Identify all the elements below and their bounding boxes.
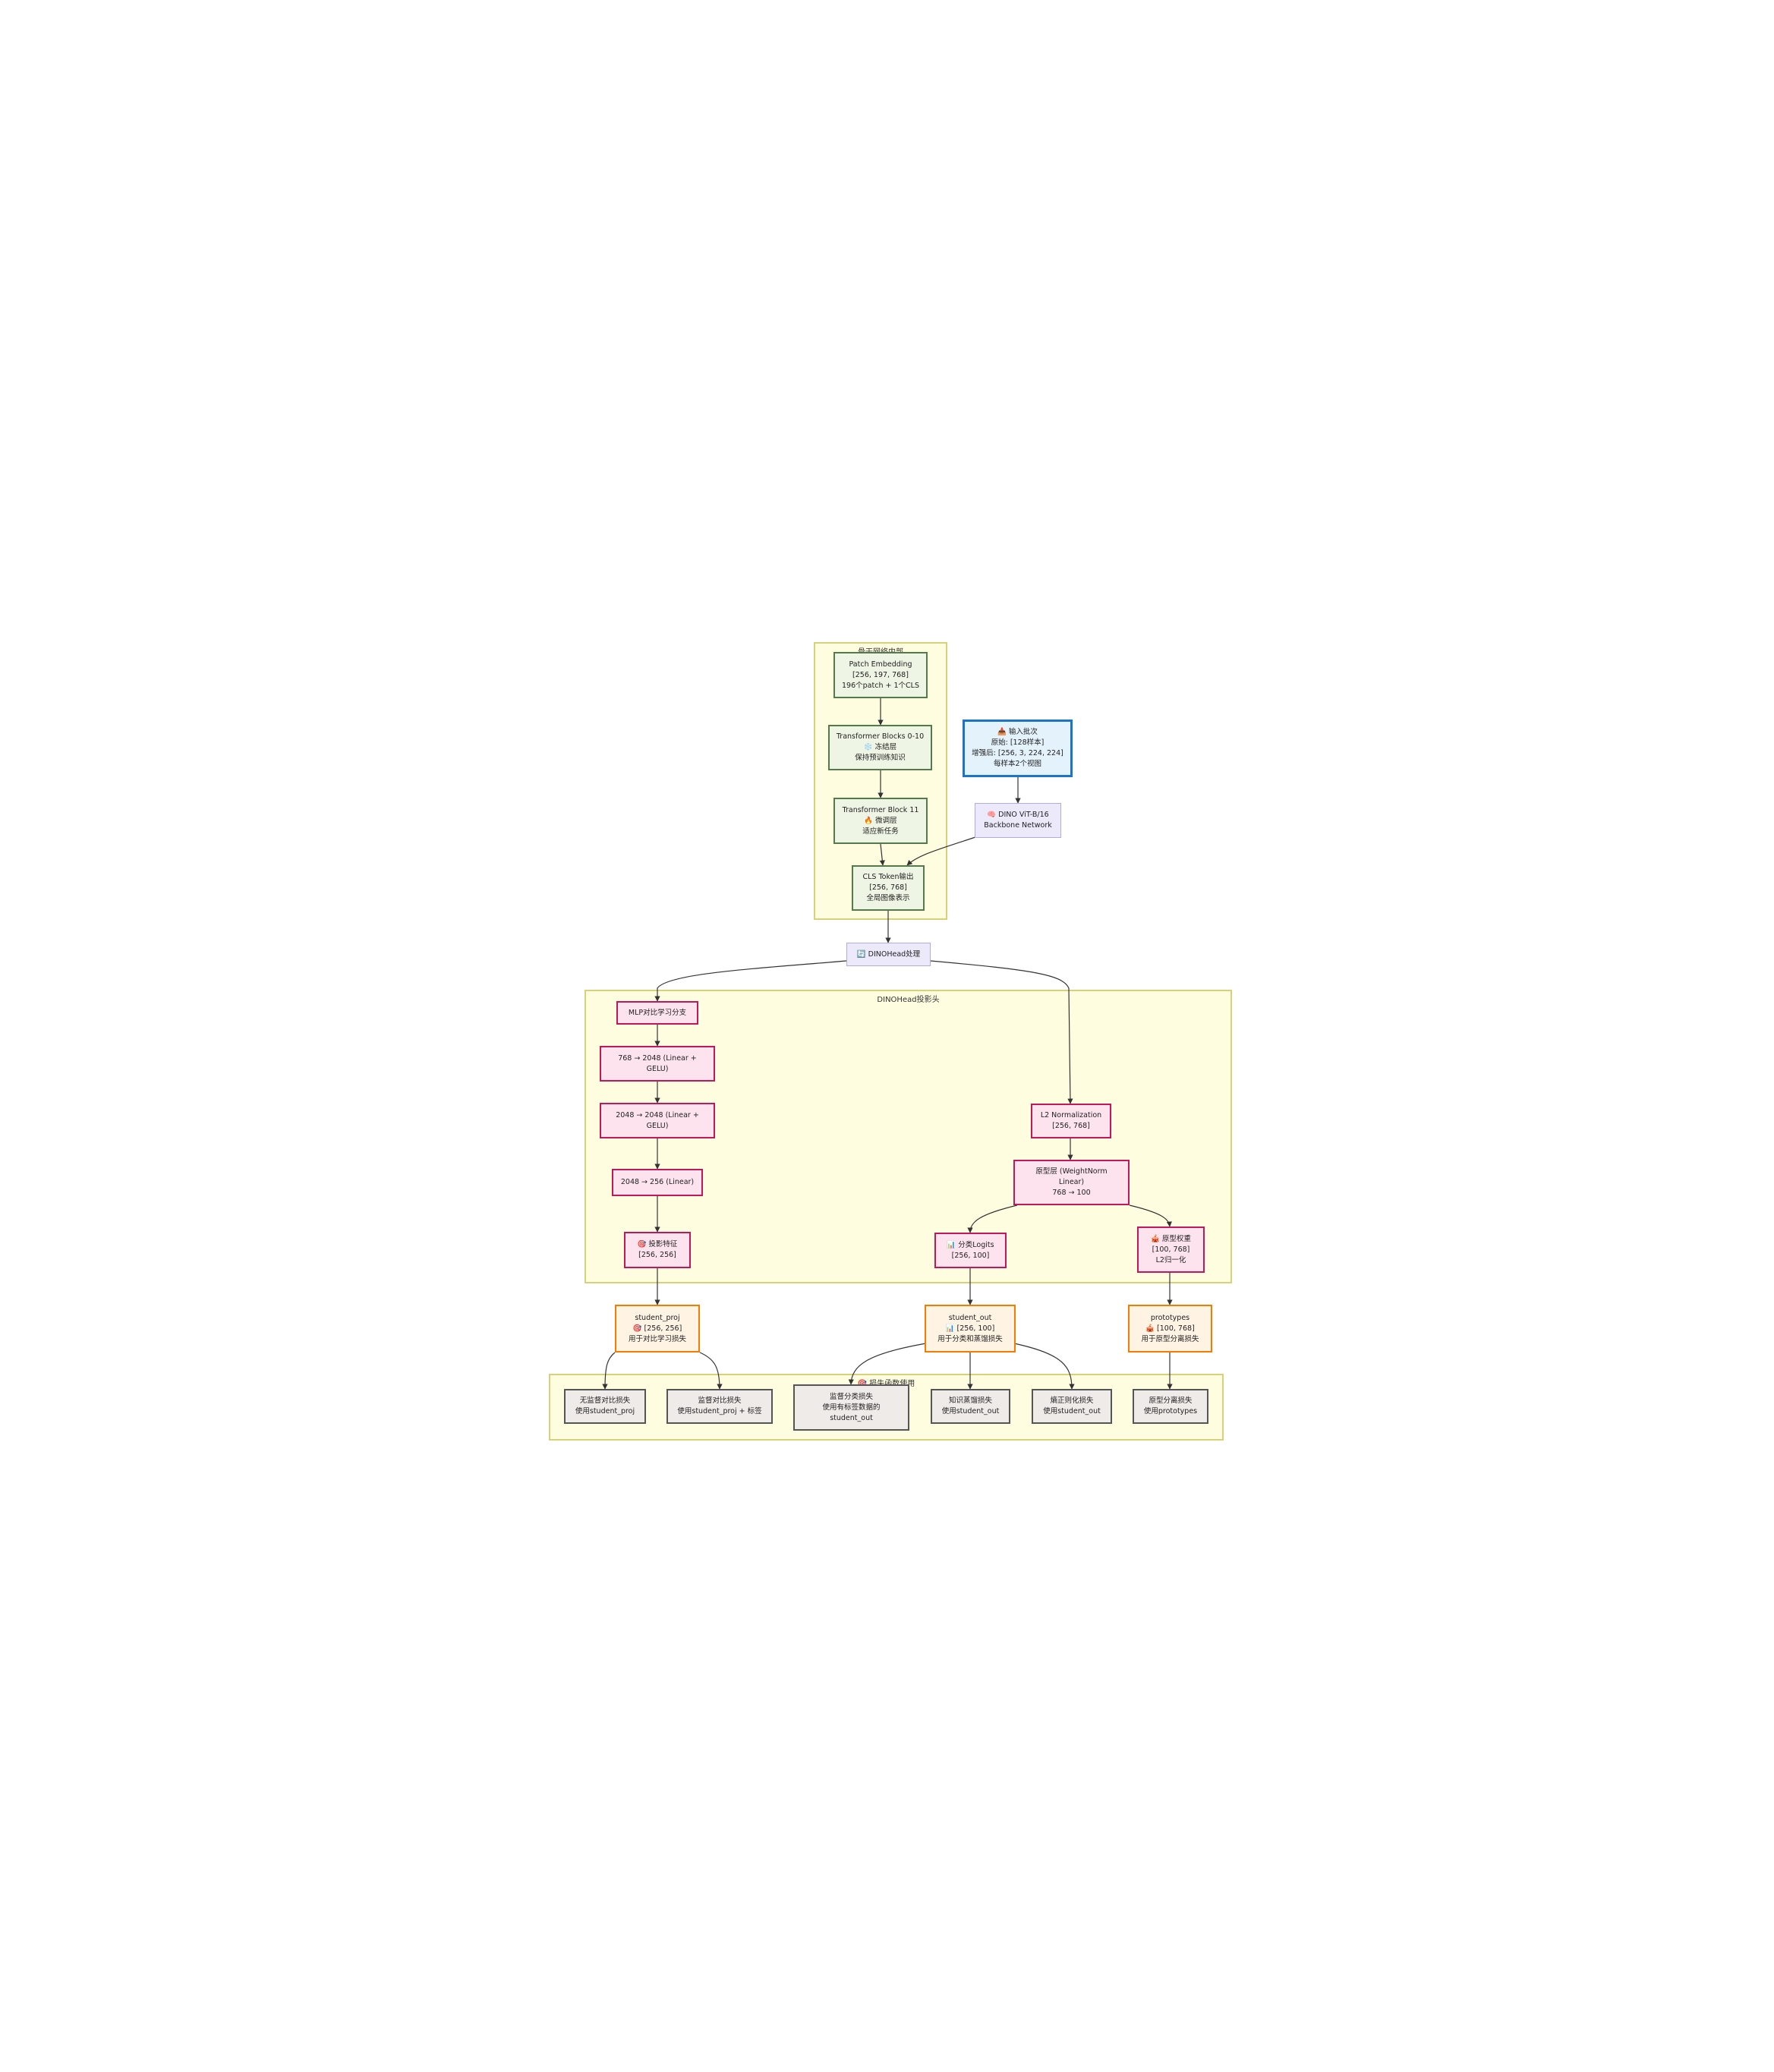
node-prototypes-line1: prototypes [1150, 1313, 1190, 1322]
edge-protolayer-logits [967, 1204, 1018, 1233]
node-patch-embedding-line1: Patch Embedding [849, 660, 912, 669]
node-input-batch-line4: 每样本2个视图 [993, 760, 1042, 768]
node-blocks-0-10: Transformer Blocks 0-10 ❄️ 冻结层 保持预训练知识 [828, 725, 932, 770]
node-mlp-layer-1: 768 → 2048 (Linear + GELU) [600, 1046, 715, 1082]
node-dino-backbone: 🧠 DINO ViT-B/16 Backbone Network [975, 803, 1061, 838]
node-loss-sup-classification-line1: 监督分类损失 [829, 1392, 873, 1401]
cluster-loss-title: 🎯 损失函数使用 [550, 1377, 1222, 1388]
node-loss-entropy: 熵正则化损失 使用student_out [1032, 1389, 1112, 1424]
node-loss-distillation: 知识蒸馏损失 使用student_out [931, 1389, 1010, 1424]
node-input-batch-line1: 📥 输入批次 [997, 728, 1038, 736]
node-loss-sup-contrastive-line2: 使用student_proj + 标签 [677, 1407, 762, 1415]
node-student-out-line2: 📊 [256, 100] [945, 1324, 995, 1333]
node-prototype-layer-line3: 768 → 100 [1052, 1189, 1091, 1197]
node-class-logits: 📊 分类Logits [256, 100] [934, 1233, 1007, 1268]
node-loss-distillation-line2: 使用student_out [941, 1407, 1000, 1415]
node-l2-normalization-line2: [256, 768] [1052, 1122, 1090, 1130]
node-mlp-layer-1-line1: 768 → 2048 (Linear + [618, 1053, 697, 1063]
node-patch-embedding-line3: 196个patch + 1个CLS [842, 681, 919, 690]
node-student-out: student_out 📊 [256, 100] 用于分类和蒸馏损失 [925, 1305, 1016, 1352]
node-loss-sup-classification: 监督分类损失 使用有标签数据的 student_out [793, 1384, 909, 1431]
cluster-dinohead-title: DINOHead投影头 [877, 996, 940, 1004]
node-loss-entropy-line1: 熵正则化损失 [1050, 1397, 1094, 1405]
node-blocks-0-10-line3: 保持预训练知识 [855, 754, 906, 762]
node-prototypes-line2: 🎪 [100, 768] [1145, 1324, 1195, 1333]
node-dinohead-process-line1: 🔄 DINOHead处理 [856, 949, 921, 959]
node-patch-embedding: Patch Embedding [256, 197, 768] 196个patc… [833, 652, 928, 698]
edge-studentout-loss3 [848, 1343, 927, 1385]
node-loss-sup-contrastive: 监督对比损失 使用student_proj + 标签 [666, 1389, 773, 1424]
node-loss-unsup-contrastive-line2: 使用student_proj [575, 1407, 635, 1415]
edge-dinohead-l2 [930, 960, 1073, 1104]
node-loss-unsup-contrastive-line1: 无监督对比损失 [579, 1397, 631, 1405]
node-block-11-line2: 🔥 微调层 [864, 816, 897, 825]
node-student-proj-line2: 🎯 [256, 256] [632, 1324, 682, 1333]
edge-dinohead-mlp [654, 960, 847, 1002]
node-student-proj: student_proj 🎯 [256, 256] 用于对比学习损失 [615, 1305, 700, 1352]
node-block-11: Transformer Block 11 🔥 微调层 适应新任务 [833, 798, 928, 844]
node-block-11-line1: Transformer Block 11 [842, 805, 919, 814]
node-student-out-line1: student_out [948, 1313, 992, 1322]
node-prototype-layer-line1: 原型层 (WeightNorm [1035, 1167, 1108, 1176]
node-cls-token-line1: CLS Token输出 [862, 873, 914, 881]
node-loss-sup-classification-line2: 使用有标签数据的 [822, 1403, 881, 1412]
node-cls-token: CLS Token输出 [256, 768] 全局图像表示 [852, 865, 925, 911]
node-student-proj-line3: 用于对比学习损失 [628, 1334, 686, 1343]
node-blocks-0-10-line1: Transformer Blocks 0-10 [836, 732, 925, 741]
node-mlp-layer-3: 2048 → 256 (Linear) [612, 1169, 703, 1196]
node-mlp-layer-1-line2: GELU) [646, 1064, 669, 1073]
node-student-out-line3: 用于分类和蒸馏损失 [937, 1334, 1003, 1343]
node-loss-unsup-contrastive: 无监督对比损失 使用student_proj [564, 1389, 646, 1424]
node-projected-features-line2: [256, 256] [638, 1251, 676, 1259]
node-dino-backbone-line1: 🧠 DINO ViT-B/16 [987, 811, 1049, 819]
node-mlp-layer-3-line1: 2048 → 256 (Linear) [620, 1178, 695, 1186]
node-loss-prototype-separation-line1: 原型分离损失 [1149, 1397, 1193, 1405]
node-projected-features: 🎯 投影特征 [256, 256] [624, 1232, 691, 1268]
node-prototypes: prototypes 🎪 [100, 768] 用于原型分离损失 [1128, 1305, 1212, 1352]
node-prototype-layer-line2: Linear) [1058, 1178, 1085, 1186]
node-prototype-weights-line3: L2归一化 [1155, 1255, 1186, 1264]
node-input-batch: 📥 输入批次 原始: [128样本] 增强后: [256, 3, 224, 22… [963, 720, 1073, 777]
node-projected-features-line1: 🎯 投影特征 [637, 1240, 678, 1249]
node-mlp-branch-line1: MLP对比学习分支 [628, 1008, 687, 1017]
node-mlp-layer-2-line2: GELU) [646, 1121, 669, 1130]
node-prototype-weights-line2: [100, 768] [1152, 1245, 1190, 1254]
node-loss-prototype-separation: 原型分离损失 使用prototypes [1133, 1389, 1208, 1424]
node-dino-backbone-line2: Backbone Network [984, 821, 1052, 830]
node-student-proj-line1: student_proj [635, 1313, 680, 1322]
node-input-batch-line3: 增强后: [256, 3, 224, 224] [972, 749, 1063, 757]
node-block-11-line3: 适应新任务 [862, 827, 899, 836]
node-class-logits-line1: 📊 分类Logits [947, 1240, 994, 1249]
edge-block11-cls [879, 843, 885, 866]
node-mlp-layer-2: 2048 → 2048 (Linear + GELU) [600, 1103, 715, 1138]
node-input-batch-line2: 原始: [128样本] [991, 738, 1045, 747]
node-loss-prototype-separation-line2: 使用prototypes [1143, 1407, 1198, 1415]
node-cls-token-line2: [256, 768] [869, 883, 907, 892]
node-prototype-layer: 原型层 (WeightNorm Linear) 768 → 100 [1013, 1160, 1130, 1205]
node-loss-distillation-line1: 知识蒸馏损失 [948, 1397, 992, 1405]
edge-dino-cls [906, 836, 976, 866]
node-blocks-0-10-line2: ❄️ 冻结层 [863, 743, 897, 751]
node-mlp-branch: MLP对比学习分支 [616, 1001, 698, 1025]
edge-studentout-loss5 [1013, 1343, 1075, 1390]
edge-protolayer-weights [1129, 1204, 1172, 1227]
node-l2-normalization: L2 Normalization [256, 768] [1031, 1104, 1111, 1138]
node-prototypes-line3: 用于原型分离损失 [1141, 1334, 1199, 1343]
node-dinohead-process: 🔄 DINOHead处理 [846, 943, 931, 966]
node-class-logits-line2: [256, 100] [951, 1251, 990, 1260]
edge-studentproj-loss2 [699, 1352, 723, 1390]
node-loss-sup-classification-line3: student_out [830, 1413, 873, 1422]
node-loss-sup-contrastive-line1: 监督对比损失 [698, 1397, 742, 1405]
node-l2-normalization-line1: L2 Normalization [1040, 1111, 1102, 1119]
node-prototype-weights-line1: 🎪 原型权重 [1151, 1234, 1191, 1243]
node-mlp-layer-2-line1: 2048 → 2048 (Linear + [616, 1110, 699, 1119]
node-patch-embedding-line2: [256, 197, 768] [852, 670, 909, 679]
edge-studentproj-loss1 [602, 1352, 616, 1390]
node-loss-entropy-line2: 使用student_out [1043, 1407, 1101, 1415]
node-prototype-weights: 🎪 原型权重 [100, 768] L2归一化 [1137, 1227, 1205, 1273]
node-cls-token-line3: 全局图像表示 [866, 894, 910, 902]
